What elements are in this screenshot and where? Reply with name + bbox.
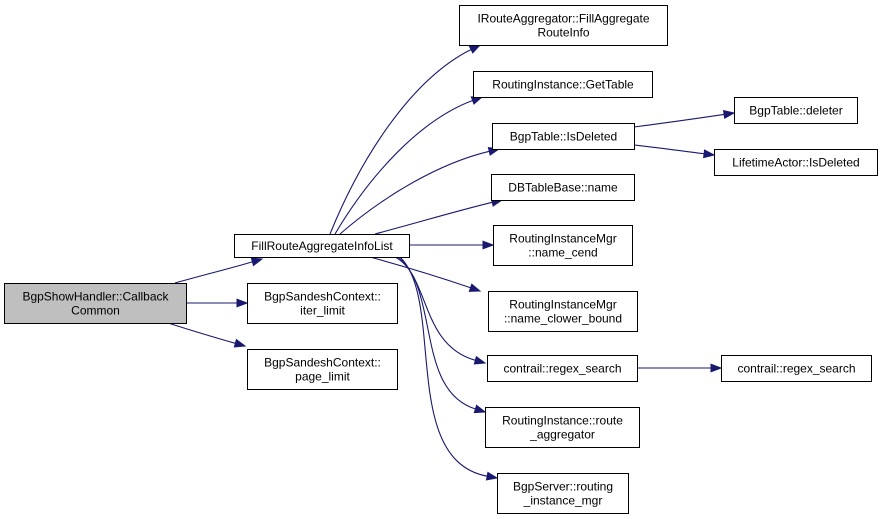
edge-line xyxy=(167,322,236,344)
edge-fill_list-to-name_cend xyxy=(409,240,495,250)
node-box xyxy=(734,97,858,124)
node-label-line: IRouteAggregator::FillAggregate xyxy=(477,12,649,26)
node-is-deleted[interactable]: BgpTable::IsDeleted xyxy=(492,123,635,150)
node-routing-instance-mgr[interactable]: BgpServer::routing_instance_mgr xyxy=(497,473,629,514)
node-name-clower-bound[interactable]: RoutingInstanceMgr::name_clower_bound xyxy=(488,291,638,332)
node-box xyxy=(487,355,638,382)
arrowhead-icon xyxy=(473,404,487,414)
edge-fill_list-to-fill_aggregate xyxy=(329,44,482,235)
node-label-line: RoutingInstance::route xyxy=(502,414,623,428)
arrowhead-icon xyxy=(468,283,482,292)
edge-regex_search_1-to-regex_search_2 xyxy=(637,363,723,373)
node-label-line: _aggregator xyxy=(529,428,595,442)
node-box xyxy=(714,149,878,176)
edge-fill_list-to-regex_search_1 xyxy=(394,256,487,365)
node-label-line: RoutingInstanceMgr xyxy=(509,232,616,246)
node-label-line: contrail::regex_search xyxy=(503,362,621,376)
node-box xyxy=(493,225,633,266)
edge-line xyxy=(174,261,253,284)
node-db-name[interactable]: DBTableBase::name xyxy=(491,174,635,201)
node-box xyxy=(4,283,187,324)
node-label-line: Common xyxy=(71,304,120,318)
arrowhead-icon xyxy=(703,149,716,159)
edge-line xyxy=(329,48,472,235)
edges-layer xyxy=(167,44,736,481)
node-label-line: contrail::regex_search xyxy=(737,362,855,376)
edge-is_deleted-to-lifetime_is_deleted xyxy=(633,144,716,159)
node-box xyxy=(492,123,635,150)
edge-line xyxy=(394,256,476,361)
edge-fill_list-to-name_clower_bound xyxy=(369,256,482,292)
arrowhead-icon xyxy=(710,363,723,373)
node-label-line: BgpSandeshContext:: xyxy=(264,290,381,304)
edge-line xyxy=(399,256,488,477)
node-box xyxy=(721,355,872,382)
node-regex-search-1[interactable]: contrail::regex_search xyxy=(487,355,638,382)
node-label-line: ::name_clower_bound xyxy=(504,312,622,326)
node-name-cend[interactable]: RoutingInstanceMgr::name_cend xyxy=(493,225,633,266)
edge-root-to-iter_limit xyxy=(186,298,249,308)
arrowhead-icon xyxy=(722,110,736,120)
node-box xyxy=(247,283,398,324)
node-label-line: BgpShowHandler::Callback xyxy=(22,290,169,304)
edge-root-to-fill_list xyxy=(174,257,264,284)
node-label-line: BgpTable::IsDeleted xyxy=(510,130,617,144)
node-box xyxy=(485,407,640,448)
node-label-line: BgpServer::routing xyxy=(513,480,613,494)
node-label-line: page_limit xyxy=(295,370,350,384)
node-iter-limit[interactable]: BgpSandeshContext::iter_limit xyxy=(247,283,398,324)
node-deleter[interactable]: BgpTable::deleter xyxy=(734,97,858,124)
arrowhead-icon xyxy=(468,44,482,54)
node-get-table[interactable]: RoutingInstance::GetTable xyxy=(473,71,653,98)
node-route-aggregator[interactable]: RoutingInstance::route_aggregator xyxy=(485,407,640,448)
edge-line xyxy=(369,256,471,289)
edge-line xyxy=(633,113,725,128)
node-label-line: RouteInfo xyxy=(537,26,589,40)
node-label-line: BgpTable::deleter xyxy=(749,104,842,118)
edge-fill_list-to-db_name xyxy=(374,198,504,235)
edge-line xyxy=(334,99,473,235)
node-box xyxy=(497,473,629,514)
node-label-line: iter_limit xyxy=(300,304,345,318)
node-label-line: RoutingInstance::GetTable xyxy=(492,78,634,92)
arrowhead-icon xyxy=(233,338,247,348)
edge-line xyxy=(633,144,705,155)
node-box xyxy=(459,5,668,46)
arrowhead-icon xyxy=(236,298,249,308)
arrowhead-icon xyxy=(485,471,499,481)
node-label-line: BgpSandeshContext:: xyxy=(264,356,381,370)
arrowhead-icon xyxy=(482,240,495,250)
edge-fill_list-to-get_table xyxy=(334,96,484,235)
edge-fill_list-to-route_aggregator xyxy=(397,256,487,414)
node-lifetime-is-deleted[interactable]: LifetimeActor::IsDeleted xyxy=(714,149,878,176)
arrowhead-icon xyxy=(250,257,264,267)
node-box xyxy=(491,174,635,201)
edge-root-to-page_limit xyxy=(167,322,247,348)
node-box xyxy=(488,291,638,332)
node-label-line: ::name_cend xyxy=(528,246,597,260)
edge-line xyxy=(339,150,490,235)
node-regex-search-2[interactable]: contrail::regex_search xyxy=(721,355,872,382)
node-label-line: DBTableBase::name xyxy=(508,181,618,195)
node-box xyxy=(234,234,410,258)
edge-is_deleted-to-deleter xyxy=(633,110,736,128)
edge-fill_list-to-routing_instance_mgr xyxy=(399,256,499,481)
node-label-line: _instance_mgr xyxy=(523,494,603,508)
node-box xyxy=(473,71,653,98)
node-page-limit[interactable]: BgpSandeshContext::page_limit xyxy=(247,349,398,390)
edge-line xyxy=(397,256,476,410)
arrowhead-icon xyxy=(473,355,487,365)
node-label-line: RoutingInstanceMgr xyxy=(509,298,616,312)
node-label-line: LifetimeActor::IsDeleted xyxy=(732,156,859,170)
edge-line xyxy=(374,201,493,235)
node-label-line: FillRouteAggregateInfoList xyxy=(251,239,393,253)
node-box xyxy=(247,349,398,390)
node-fill-list[interactable]: FillRouteAggregateInfoList xyxy=(234,234,410,258)
